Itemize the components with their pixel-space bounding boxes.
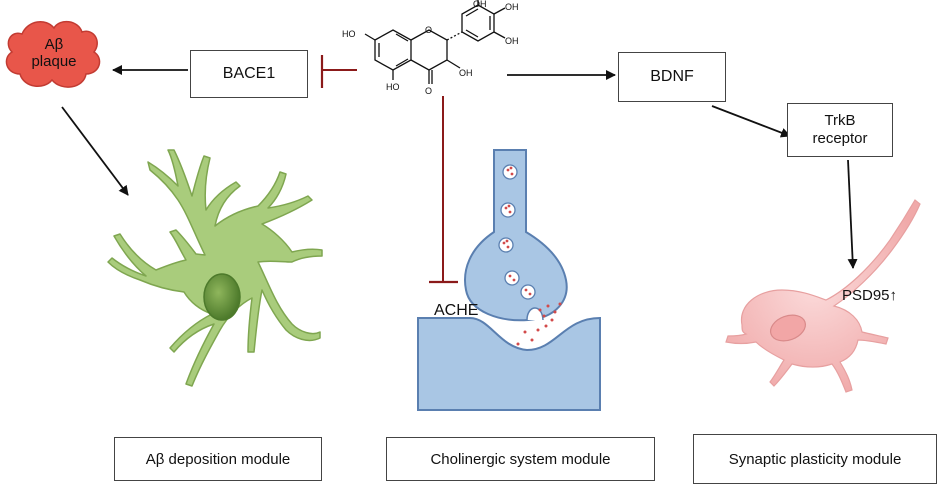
ho-label: HO bbox=[386, 82, 400, 92]
cholinergic-module-label: Cholinergic system module bbox=[430, 450, 611, 468]
ring-oxygen-label: O bbox=[425, 25, 432, 35]
trkb-line2: receptor bbox=[812, 130, 868, 147]
trkb-box: TrkB receptor bbox=[787, 103, 893, 157]
inhibition-ache bbox=[429, 96, 458, 284]
inhibition-bace1 bbox=[320, 55, 357, 88]
synaptic-module-box: Synaptic plasticity module bbox=[693, 434, 937, 484]
abeta-plaque-cloud bbox=[5, 20, 101, 88]
plaque-line2: plaque bbox=[31, 53, 77, 70]
flavonoid-molecule bbox=[364, 0, 506, 84]
abeta-module-box: Aβ deposition module bbox=[114, 437, 322, 481]
oh-label: OH bbox=[505, 36, 519, 46]
bace1-box: BACE1 bbox=[190, 50, 308, 98]
abeta-module-label: Aβ deposition module bbox=[145, 450, 291, 468]
neuron-illustration bbox=[725, 199, 921, 393]
oh-label: OH bbox=[473, 0, 487, 9]
arrow-plaque-to-astrocyte bbox=[61, 106, 129, 196]
bace1-label: BACE1 bbox=[222, 65, 276, 82]
trkb-line1: TrkB bbox=[824, 112, 856, 129]
vesicles bbox=[498, 164, 536, 300]
astrocyte-illustration bbox=[107, 149, 323, 387]
neurotransmitters bbox=[502, 166, 562, 346]
bdnf-box: BDNF bbox=[618, 52, 726, 102]
keto-oxygen-label: O bbox=[425, 86, 432, 96]
synaptic-module-label: Synaptic plasticity module bbox=[728, 450, 902, 468]
ho-label: HO bbox=[342, 29, 356, 39]
oh-label: OH bbox=[459, 68, 473, 78]
molecule-labels: OH OH OH HO HO O O OH bbox=[342, 0, 519, 96]
oh-label: OH bbox=[505, 2, 519, 12]
postsynaptic-membrane bbox=[417, 316, 601, 411]
synapse-illustration bbox=[417, 149, 601, 411]
ache-label: ACHE bbox=[434, 302, 479, 319]
abeta-plaque-label: Aβ plaque bbox=[14, 36, 94, 70]
arrow-trkb-to-neuron bbox=[847, 159, 858, 269]
bdnf-label: BDNF bbox=[650, 68, 694, 85]
arrow-bdnf-to-trkb bbox=[711, 105, 791, 138]
psd95-label: PSD95↑ bbox=[842, 287, 898, 304]
plaque-line1: Aβ bbox=[44, 36, 64, 53]
cholinergic-module-box: Cholinergic system module bbox=[386, 437, 655, 481]
